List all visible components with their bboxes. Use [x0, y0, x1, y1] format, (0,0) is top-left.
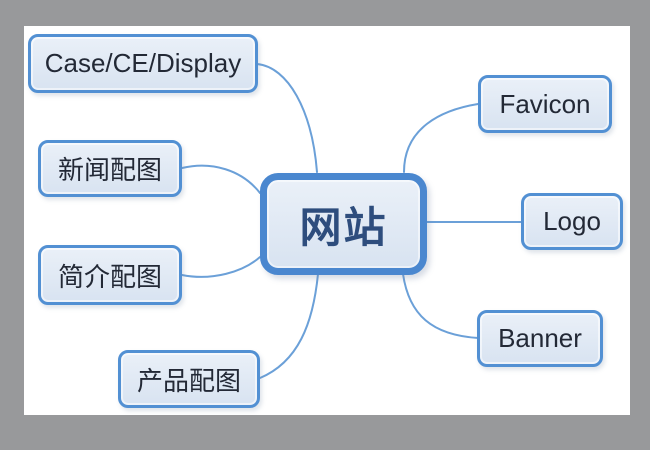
node-label: Favicon [499, 88, 591, 119]
node-label: Case/CE/Display [44, 48, 242, 78]
node-product-images[interactable]: 产品配图 [118, 350, 260, 408]
node-logo[interactable]: Logo [521, 193, 623, 250]
node-label: Banner [498, 323, 582, 353]
node-label: 新闻配图 [57, 155, 162, 185]
node-favicon[interactable]: Favicon [478, 75, 612, 133]
node-intro-images[interactable]: 简介配图 [38, 245, 182, 305]
node-case-ce-display[interactable]: Case/CE/Display [28, 34, 258, 93]
node-news-images[interactable]: 新闻配图 [38, 140, 182, 197]
node-label: 产品配图 [136, 365, 241, 396]
node-label: 网站 [299, 203, 388, 251]
node-website-center[interactable]: 网站 [260, 173, 427, 275]
node-banner[interactable]: Banner [477, 310, 603, 367]
node-label: 简介配图 [57, 261, 162, 292]
node-label: Logo [543, 206, 601, 236]
